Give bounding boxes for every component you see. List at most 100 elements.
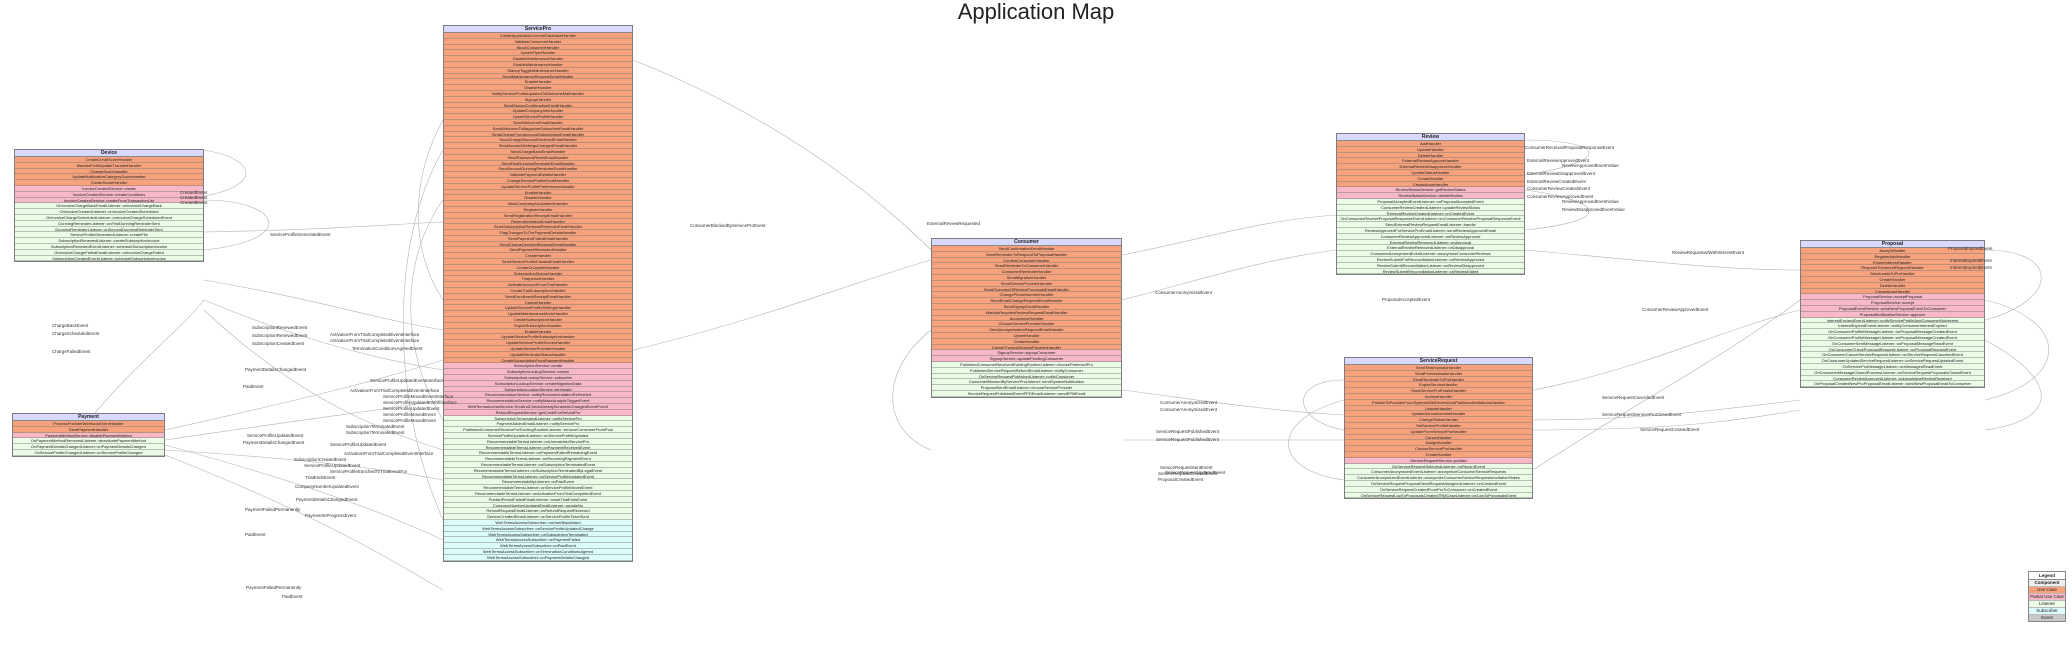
- use-case-row: AcceptHandler: [1801, 248, 1984, 254]
- use-case-row: CreateApplicationLicenseDatabaseHandler: [444, 33, 632, 39]
- use-case-row: EnableHandler: [444, 79, 632, 86]
- use-case-row: CreateHandler: [444, 253, 632, 260]
- listener-row: OnServiceRequestCreatedFromProToConsumer…: [1345, 486, 1532, 493]
- use-case-row: AnonymizeHandler: [932, 315, 1121, 322]
- use-case-row: UpdateReminderStatusHandler: [444, 351, 632, 358]
- use-case-row: SendRegistrationReceiptEmailHandler: [444, 212, 632, 219]
- edge-label: ConsumerReviewApprovedEvent: [1527, 194, 1594, 199]
- use-case-row: CancelHandler: [1345, 434, 1532, 441]
- event-connection: [632, 59, 932, 251]
- listener-row: RecommendableTermsListener::onServicePro…: [444, 473, 632, 480]
- edge-label: ConsumerAnonymizedEvent: [1160, 400, 1218, 405]
- external-service-row: SignupService::signupConsumer: [932, 350, 1121, 357]
- listener-row: ReviewApprovedForServiceProEmailListener…: [1337, 227, 1524, 234]
- use-case-row: DisableHandler: [444, 195, 632, 202]
- external-service-row: SignupService::updatePendingConsumer: [932, 356, 1121, 362]
- use-case-row: CreateThroughServiceProviderHandler: [932, 344, 1121, 351]
- listener-row: SubscriptionRenewedListener::createSubsc…: [15, 238, 203, 244]
- listener-row: RecommendableTermsListener::onPaymentFai…: [444, 450, 632, 457]
- edge-label: ExternalReviewDisapprovedEvent: [1527, 171, 1596, 176]
- edge-label: ServiceRequestPublishedEvent: [1156, 437, 1220, 442]
- use-case-row: CreateTrialSubscriptionHandler: [444, 288, 632, 294]
- edge-label: ReviewApprovedEventValue: [1562, 199, 1619, 204]
- component-title: Review: [1337, 134, 1524, 141]
- edge-label: PaymentFailedPermanently: [246, 585, 302, 590]
- edge-label: ServiceProfileUpdatedEvent: [247, 433, 304, 438]
- listener-row: ConsumerBlockedByServiceProListener::sen…: [932, 379, 1121, 386]
- external-service-row: ProposalService::accept: [1801, 300, 1984, 306]
- edge-label: ActivationFromTrialCompletedEventInterfa…: [330, 338, 420, 343]
- edge-label: ChargeScheduledEvent: [52, 331, 100, 336]
- use-case-row: SendSignupConfirmationEmailHandler: [444, 102, 632, 109]
- use-case-row: CreateSubscriptionFromPaymentHandler: [444, 357, 632, 364]
- use-case-row: UpdateCompanyInfoHandler: [444, 108, 632, 115]
- listener-row: ExternalReviewRemovedListener::onDisappr…: [1337, 245, 1524, 252]
- use-case-row: ExpireInterestHandler: [1801, 259, 1984, 266]
- use-case-row: SendLeadsToProHandler: [1801, 271, 1984, 277]
- use-case-row: UpdateNotificationCategoryScoreHandler: [15, 174, 203, 181]
- edge-label: ReviewApprovedEventValue: [1562, 163, 1619, 168]
- use-case-row: SendAnonymisationRequestEmailHandler: [932, 327, 1121, 333]
- listener-row: RecommendableTermsListener::onPaymentRec…: [444, 444, 632, 451]
- external-service-row: ServiceRequestService::publish: [1345, 457, 1532, 464]
- use-case-row: MarkCompanyAsUpdatedHandler: [444, 201, 632, 207]
- event-connection: [1524, 249, 1801, 271]
- use-case-row: UpdateAnnouncementHandler: [1345, 411, 1532, 418]
- event-connection: [1984, 249, 2042, 321]
- use-case-row: SendMigrationHandler: [932, 274, 1121, 281]
- external-service-row: ReviewStatusService::deleteReview: [1337, 193, 1524, 199]
- use-case-row: SendServiceProEmailsHandler: [1345, 388, 1532, 394]
- use-case-row: UpsertFlyerHandler: [444, 50, 632, 57]
- use-case-row: SubscriptionSignupHandler: [444, 270, 632, 277]
- event-connection: [1532, 299, 1801, 471]
- edge-label: ReviewRequestedWithInterestEvent: [1672, 250, 1745, 255]
- legend-title: Legend: [2038, 573, 2055, 578]
- edge-label: ProposalCreatedEvent: [1158, 477, 1204, 482]
- external-service-row: RefundRequestService::getCreditForRefund…: [444, 409, 632, 416]
- edge-label: SubscriptionRenewedEvent: [252, 325, 308, 330]
- use-case-row: UpdateServiceProfileSubscriptionHandler: [444, 334, 632, 341]
- event-connection: [203, 199, 270, 251]
- use-case-row: SendPasswordResetEmailHandler: [444, 154, 632, 161]
- use-case-row: ValidatePaymentDetailsHandler: [444, 172, 632, 178]
- use-case-row: ArchiveHandler: [1345, 393, 1532, 400]
- use-case-row: SendSubscriptionRenewalReminderEmailHand…: [444, 224, 632, 231]
- external-service-row: SubscriptionLookupService::subscribe: [444, 375, 632, 381]
- diagram-title: Application Map: [957, 0, 1115, 24]
- listener-row: ExternalReviewRemovedListener::onApprova…: [1337, 239, 1524, 246]
- listener-row: OnServiceRequestLowToProposalsCreatedTRM…: [1345, 492, 1532, 499]
- use-case-row: CreateHandler: [1801, 276, 1984, 283]
- listener-row: ReviewSubmitReconciliationListener::onRe…: [1337, 262, 1524, 269]
- use-case-row: UpdateServiceProfilePreferencesHandler: [444, 183, 632, 190]
- use-case-row: CreateScoreHandler: [15, 180, 203, 186]
- external-service-row: SubscriptionLookupService::cancel: [444, 369, 632, 376]
- event-connection: [203, 279, 444, 331]
- edge-label: ConsumerReviewCreatedEvent: [1527, 186, 1591, 191]
- listener-row: OnConsumerReceiveProposalResponseEventLi…: [1337, 216, 1524, 223]
- edge-label: SubscriptionCreatedEvent: [294, 457, 347, 462]
- use-case-row: SendReminderToRespondToProposalHandler: [932, 251, 1121, 258]
- use-case-row: SendServiceProfileCreatedEmailHandler: [444, 259, 632, 265]
- legend-subscriber: Subscriber: [2029, 607, 2065, 614]
- use-case-row: UpdateHandler: [1337, 146, 1524, 153]
- edge-label: PaymentFailedPermanently: [245, 507, 301, 512]
- event-connection: [94, 299, 205, 414]
- event-connection: [1121, 389, 1345, 416]
- external-service-row: SubscriptionLookupService::terminate: [444, 386, 632, 393]
- edge-label: PaymentInProgressEvent: [305, 513, 357, 518]
- listener-row: ServiceProfileUpdatedListener::onService…: [444, 432, 632, 439]
- subscriber-row: WebTermsAccessSubscriber::onUserBlacklis…: [444, 519, 632, 526]
- listener-row: OnConsumerMessageClosedProcessListener::…: [1801, 369, 1984, 376]
- use-case-row: ChangeStatusHandler: [1345, 417, 1532, 423]
- edge-label: CreatedEvent: [180, 195, 208, 200]
- listener-row: DunningReminderListener::onFirstDunningR…: [15, 220, 203, 227]
- edge-label: TerminationConditionsAgreedEvent: [352, 346, 423, 351]
- use-case-row: SendChargeDeclinedRequestEmailHandler: [444, 241, 632, 248]
- use-case-row: UpdateStatusHandler: [1337, 169, 1524, 176]
- use-case-row: DeleteHandler: [1337, 152, 1524, 159]
- listener-row: ProposalSentEmailListener::chooseService…: [932, 385, 1121, 391]
- external-service-row: SubscriptionLookupService::createMigrati…: [444, 380, 632, 387]
- use-case-row: SendPaymentHandler: [13, 426, 164, 433]
- use-case-row: StartupToggleMaintenanceHandler: [444, 67, 632, 74]
